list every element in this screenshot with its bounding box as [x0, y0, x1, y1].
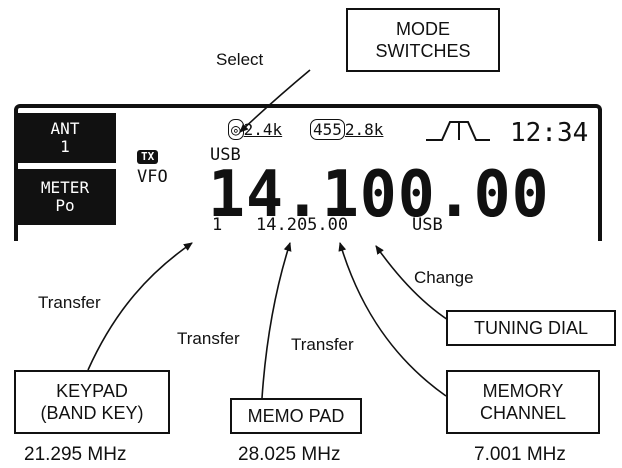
memory-channel-line1: MEMORY [482, 381, 564, 401]
memo-transfer-arrow [261, 242, 292, 399]
sub-frequency: 14.205.00 [256, 215, 349, 235]
tuning-dial-label: TUNING DIAL [473, 318, 588, 338]
change-label: Change [414, 268, 474, 287]
memory-transfer-arrow [338, 242, 447, 397]
transfer-memory-label: Transfer [291, 335, 354, 354]
ant-indicator: ANT 1 [14, 113, 116, 163]
mode-switches-box: MODE SWITCHES [346, 8, 500, 72]
keypad-transfer-arrow [87, 242, 193, 371]
meter-indicator: METER Po [14, 169, 116, 225]
filter1-readout: ◎2.4k [228, 119, 283, 140]
transfer-memo-label: Transfer [177, 329, 240, 348]
ant-line2: 1 [60, 137, 70, 156]
meter-line1: METER [40, 178, 90, 197]
mode-readout: USB [210, 145, 241, 165]
meter-line2: Po [55, 196, 75, 215]
memory-channel-box: MEMORY CHANNEL [446, 370, 600, 434]
filter1-value: 2.4k [243, 120, 283, 139]
filter1-symbol: ◎ [228, 119, 244, 140]
mode-switches-line2: SWITCHES [375, 41, 471, 61]
tuning-dial-box: TUNING DIAL [446, 310, 616, 346]
sub-mode: USB [412, 215, 443, 235]
vfo-readout: VFO [137, 167, 168, 187]
keypad-line1: KEYPAD [56, 381, 128, 401]
keypad-frequency: 21.295 MHz [24, 444, 127, 465]
filter-shape-icon [426, 121, 490, 141]
memory-channel-line2: CHANNEL [479, 403, 567, 423]
memo-pad-frequency: 28.025 MHz [238, 444, 341, 465]
ant-line1: ANT [50, 119, 80, 138]
filter2-tag: 455 [310, 119, 345, 140]
mode-switches-line1: MODE [396, 19, 450, 39]
memo-pad-label: MEMO PAD [247, 406, 345, 426]
filter2-value: 2.8k [344, 120, 384, 139]
memo-pad-box: MEMO PAD [230, 398, 362, 434]
main-frequency: 14.100.00 [208, 158, 550, 232]
memory-channel-frequency: 7.001 MHz [474, 444, 566, 465]
tx-badge: TX [137, 150, 159, 164]
keypad-line2: (BAND KEY) [40, 403, 144, 423]
select-label: Select [216, 50, 264, 69]
transfer-keypad-label: Transfer [38, 293, 101, 312]
clock: 12:34 [510, 118, 589, 148]
sub-channel: 1 [212, 215, 223, 235]
keypad-box: KEYPAD (BAND KEY) [14, 370, 170, 434]
